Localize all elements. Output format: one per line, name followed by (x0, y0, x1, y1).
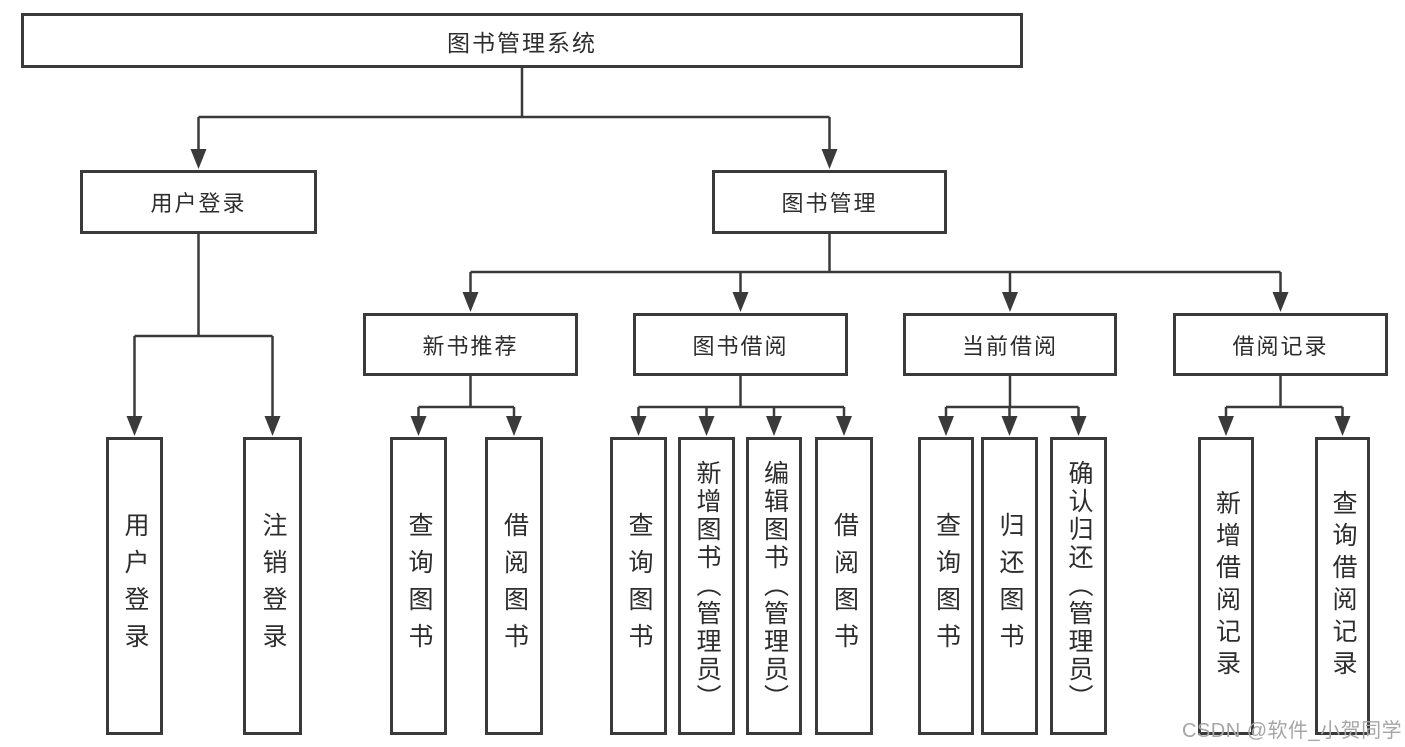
node-label-leaf-query-book-borrow: 查询图书 (625, 512, 653, 660)
node-label-leaf-add-borrow-record: 新增借阅记录 (1212, 490, 1241, 682)
arrowhead (1070, 416, 1087, 436)
arrowhead (766, 416, 782, 436)
arrowhead (1001, 416, 1018, 436)
node-label-leaf-query-borrow-record: 查询借阅记录 (1329, 490, 1357, 682)
arrowhead (836, 416, 852, 436)
connector-user-login (133, 234, 274, 421)
node-label-leaf-confirm-return: 确认归还（管理员） (1065, 460, 1093, 712)
csdn-watermark: CSDN @软件_小贺同学 (1182, 720, 1403, 742)
arrowhead (462, 292, 479, 312)
arrowhead (126, 416, 143, 436)
node-label-user-login: 用户登录 (150, 191, 247, 216)
node-label-current-borrow: 当前借阅 (961, 333, 1058, 359)
node-leaf-add-borrow-record: 新增借阅记录 (1198, 437, 1254, 735)
node-label-book-borrow: 图书借阅 (692, 333, 789, 359)
node-leaf-add-book: 新增图书（管理员） (678, 437, 735, 735)
node-leaf-logout: 注销登录 (243, 437, 302, 735)
node-label-leaf-query-book-current: 查询图书 (932, 512, 961, 660)
node-label-leaf-add-book: 新增图书（管理员） (693, 460, 721, 712)
node-leaf-query-borrow-record: 查询借阅记录 (1315, 437, 1370, 735)
arrowhead (264, 416, 281, 436)
node-leaf-query-book-rec: 查询图书 (390, 437, 447, 735)
node-label-leaf-borrow-book: 借阅图书 (830, 512, 859, 660)
arrowhead (698, 416, 715, 436)
connector-root (197, 68, 831, 154)
arrowhead (1272, 292, 1289, 312)
arrowhead (190, 149, 207, 169)
node-borrow-records: 借阅记录 (1173, 313, 1388, 376)
node-label-new-book-rec: 新书推荐 (422, 333, 519, 359)
node-label-book-mgmt: 图书管理 (781, 191, 878, 216)
connector-borrow-records (1224, 376, 1344, 421)
node-label-borrow-records: 借阅记录 (1232, 333, 1329, 359)
node-leaf-query-book-borrow: 查询图书 (610, 437, 667, 735)
node-leaf-user-login: 用户登录 (106, 437, 163, 735)
node-leaf-confirm-return: 确认归还（管理员） (1050, 437, 1107, 735)
arrowhead (821, 149, 838, 169)
arrowhead (732, 292, 749, 312)
arrowhead (938, 416, 954, 436)
node-leaf-query-book-current: 查询图书 (918, 437, 974, 735)
arrowhead (506, 416, 522, 436)
connector-book-mgmt (469, 234, 1282, 297)
node-label-leaf-edit-book: 编辑图书（管理员） (760, 460, 789, 712)
node-label-leaf-query-book-rec: 查询图书 (405, 512, 433, 660)
node-label-root: 图书管理系统 (447, 29, 597, 56)
arrowhead (1218, 416, 1234, 436)
node-leaf-borrow-book-rec: 借阅图书 (485, 437, 543, 735)
node-leaf-return-book: 归还图书 (981, 437, 1038, 735)
node-label-leaf-user-login: 用户登录 (121, 512, 149, 660)
node-book-mgmt: 图书管理 (712, 170, 947, 234)
node-current-borrow: 当前借阅 (903, 313, 1117, 376)
arrowhead (1334, 416, 1351, 436)
node-label-leaf-logout: 注销登录 (259, 512, 287, 660)
node-label-leaf-return-book: 归还图书 (996, 512, 1024, 660)
connector-current-borrow (944, 376, 1080, 421)
node-user-login: 用户登录 (80, 170, 317, 234)
arrowhead (1002, 292, 1018, 312)
arrowhead (630, 416, 647, 436)
arrowhead (410, 416, 427, 436)
node-label-leaf-borrow-book-rec: 借阅图书 (500, 512, 529, 660)
connector-new-book-rec (417, 376, 516, 421)
node-book-borrow: 图书借阅 (633, 313, 848, 376)
node-leaf-edit-book: 编辑图书（管理员） (746, 437, 802, 735)
connector-book-borrow (637, 376, 846, 421)
node-new-book-rec: 新书推荐 (363, 313, 578, 376)
node-leaf-borrow-book: 借阅图书 (815, 437, 873, 735)
node-root: 图书管理系统 (21, 13, 1023, 68)
